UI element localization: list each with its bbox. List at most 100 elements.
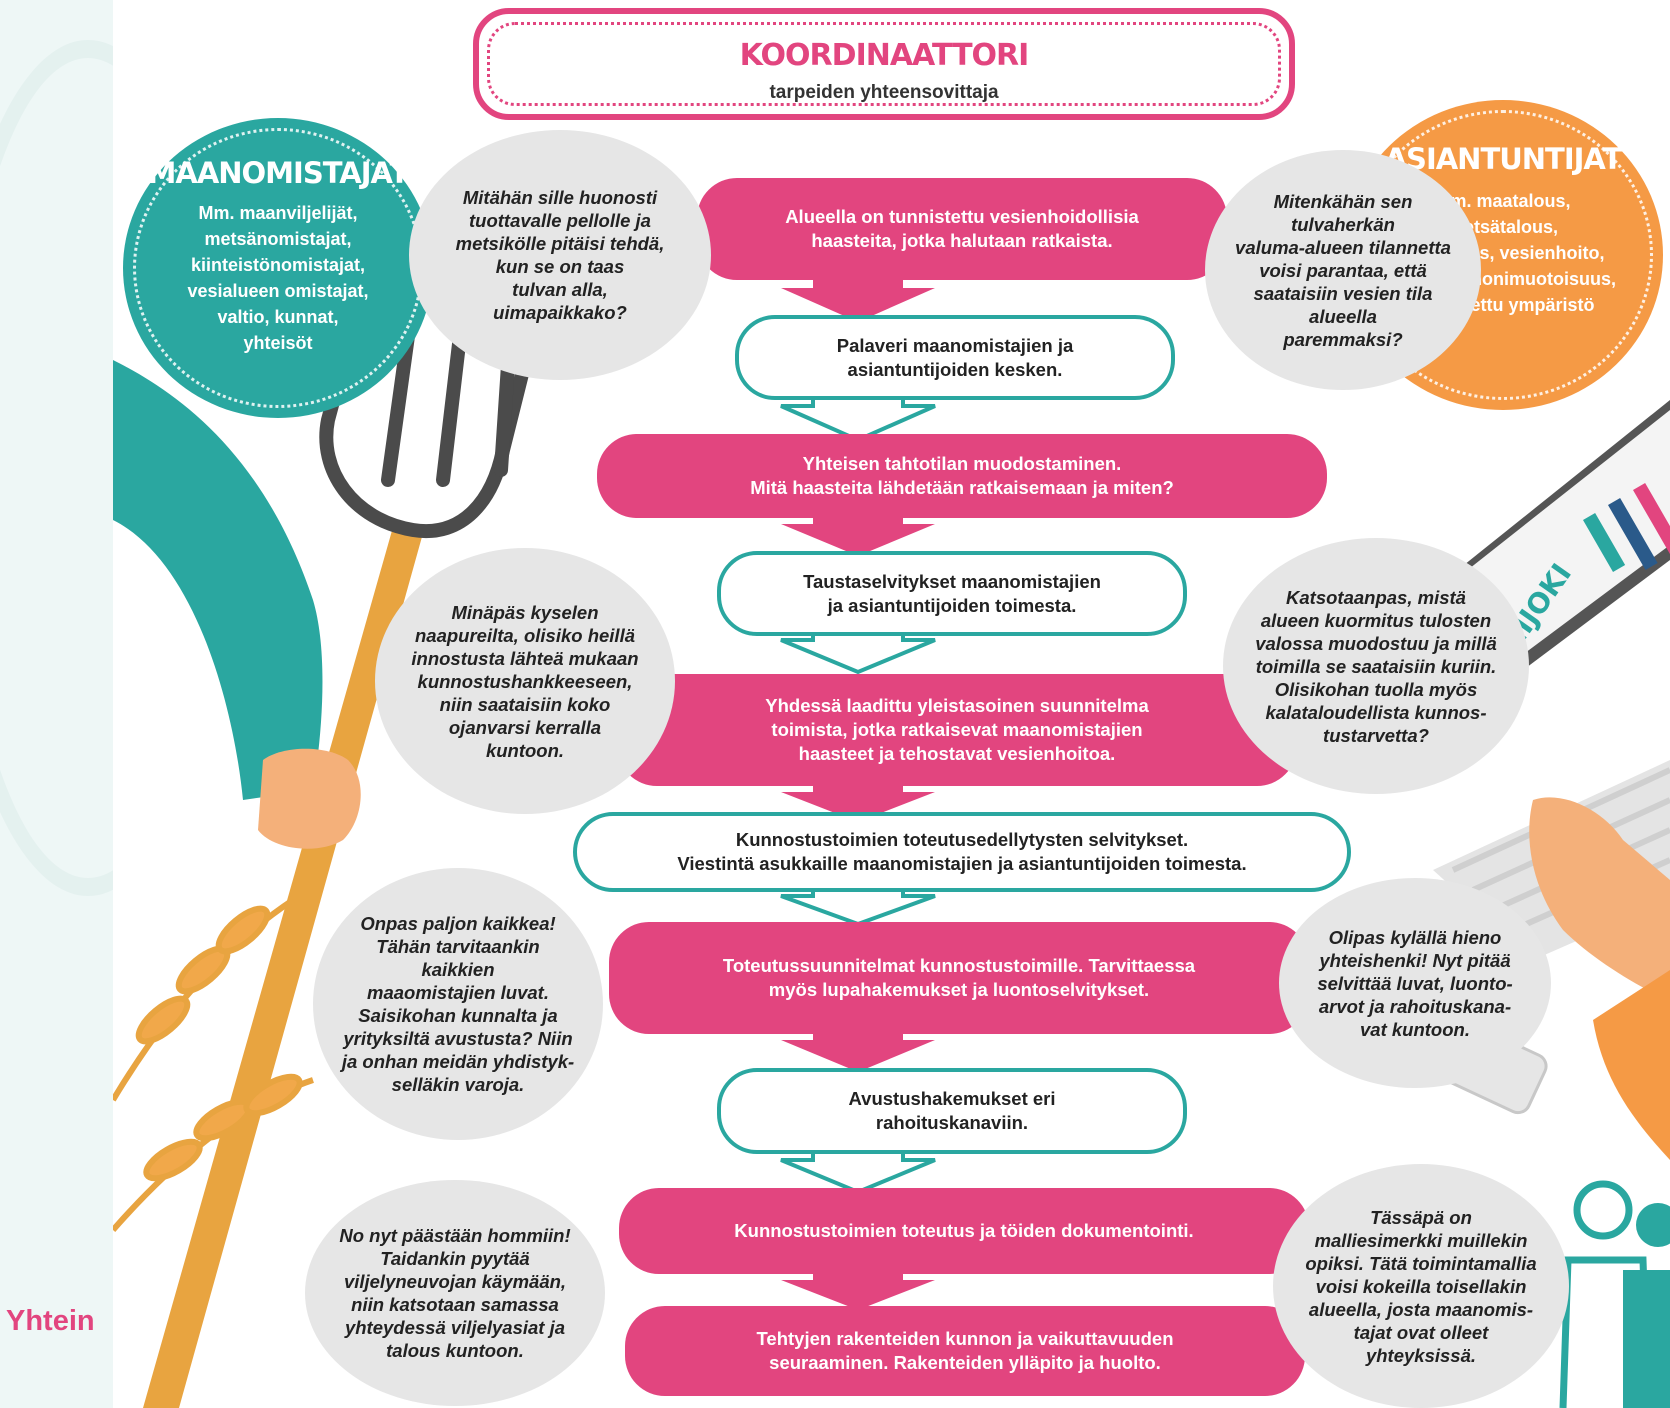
step-line: haasteet ja tehostavat vesienhoitoa. [798, 743, 1116, 764]
process-step: Toteutussuunnitelmat kunnostustoimille. … [609, 922, 1309, 1034]
step-line: seuraaminen. Rakenteiden ylläpito ja huo… [769, 1352, 1161, 1373]
bubble-line: Tähän tarvitaankin kaikkien [376, 936, 540, 980]
bubble-line: Mitähän sille huonosti [462, 187, 658, 208]
bubble-line: tulvaherkän [1291, 213, 1395, 235]
landowners-line: Mm. maanviljelijät, [198, 203, 358, 223]
coordinator-subtitle: tarpeiden yhteensovittaja [769, 82, 999, 103]
coordinator-box: KOORDINAATTORI tarpeiden yhteensovittaja [473, 8, 1295, 120]
bubble-line: kun se on taas [495, 256, 625, 277]
speech-bubble-expert: Mitenkähän sen tulvaherkän valuma-alueen… [1205, 150, 1481, 390]
step-line: asiantuntijoiden kesken. [847, 358, 1063, 380]
speech-bubble-expert: Katsotaanpas, mistä alueen kuormitus tul… [1223, 538, 1529, 794]
landowners-line: yhteisöt [243, 333, 313, 353]
step-line: Yhdessä laadittu yleistasoinen suunnitel… [765, 695, 1149, 716]
landowners-line: valtio, kunnat, [217, 307, 339, 327]
arrow-down-icon [781, 1268, 935, 1310]
arrow-down-icon [781, 1028, 935, 1072]
step-line: myös lupahakemukset ja luontoselvitykset… [768, 979, 1150, 1000]
pitchfork-handle-shape [143, 520, 425, 1408]
bubble-line: naapureilta, olisiko heillä [414, 624, 635, 646]
arrow-down-icon [781, 275, 935, 322]
landowners-line: vesialueen omistajat, [187, 281, 369, 301]
bubble-line: tajat ovat olleet [1353, 1321, 1489, 1343]
step-line: Viestintä asukkaille maanomistajien ja a… [677, 853, 1247, 874]
experts-line: Mm. maatalous, [1435, 191, 1571, 211]
bubble-line: selläkin varoja. [391, 1074, 525, 1095]
speech-bubble-landowner: No nyt päästään hommiin! Taidankin pyytä… [305, 1180, 605, 1406]
bubble-line: vat kuntoon. [1360, 1018, 1470, 1040]
bubble-line: metsikölle pitäisi tehdä, [455, 233, 665, 254]
arrow-layer [780, 275, 936, 1310]
bubble-line: yrityksiltä avustusta? Niin [343, 1028, 573, 1049]
landowners-line: kiinteistönomistajat, [190, 255, 366, 275]
hand-shape [258, 748, 361, 849]
bubble-line: talous kuntoon. [386, 1340, 524, 1361]
bubble-line: Katsotaanpas, mistä [1286, 586, 1466, 608]
infographic: LOIMIJOKI KOORDINAATTORI tarpeiden yhtee… [113, 0, 1670, 1408]
landowners-title: MAANOMISTAJAT [147, 156, 410, 190]
bubble-line: niin saataisiin koko [439, 693, 611, 715]
speech-bubble-landowner: Minäpäs kyselen naapureilta, olisiko hei… [375, 548, 675, 814]
bubble-line: selvittää luvat, luonto- [1317, 972, 1513, 994]
bubble-line: innostusta lähteä mukaan [411, 647, 639, 669]
process-step: Tehtyjen rakenteiden kunnon ja vaikuttav… [625, 1306, 1305, 1396]
arrow-down-icon [781, 512, 935, 556]
bubble-line: yhteyksissä. [1365, 1344, 1477, 1366]
arm-sleeve-shape [113, 360, 323, 800]
bubble-line: kunnostushankkeeseen, [417, 670, 633, 692]
bubble-line: Onpas paljon kaikkea! [360, 913, 556, 934]
bubble-line: opiksi. Tätä toimintamallia [1305, 1252, 1537, 1274]
process-step: Kunnostustoimien toteutus ja töiden doku… [619, 1188, 1309, 1274]
experts-title: ASIANTUNTIJAT [1384, 142, 1623, 176]
person-figure-shape [1623, 1270, 1670, 1408]
coordinator-dotted-border [487, 22, 1281, 106]
step-line: Kunnostustoimien toteutusedellytysten se… [735, 829, 1189, 850]
step-line: Palaveri maanomistajien ja [836, 334, 1074, 356]
speech-bubble-expert: Tässäpä on malliesimerkki muillekin opik… [1273, 1164, 1569, 1408]
speech-bubble-landowner: Mitähän sille huonosti tuottavalle pello… [409, 130, 711, 380]
bubble-line: kalataloudellista kunnos- [1265, 701, 1487, 723]
bubble-line: toimilla se saataisiin kuriin. [1255, 655, 1497, 677]
left-strip [0, 0, 236, 1408]
landowners-circle: MAANOMISTAJAT Mm. maanviljelijät, metsän… [123, 118, 433, 418]
landowners-line: metsänomistajat, [204, 229, 352, 249]
right-hand-shape [1529, 797, 1670, 1000]
bubble-line: maaomistajien luvat. [367, 982, 549, 1003]
bubble-line: ja onhan meidän yhdistyk- [341, 1051, 575, 1072]
coordinator-title: KOORDINAATTORI [739, 38, 1030, 73]
bubble-line: yhteydessä viljelyasiat ja [344, 1317, 566, 1338]
bubble-line: viljelyneuvojan käymään, [343, 1271, 567, 1292]
bubble-line: tustarvetta? [1323, 724, 1429, 746]
bubble-line: valossa muodostuu ja millä [1255, 632, 1497, 654]
step-line: Tehtyjen rakenteiden kunnon ja vaikuttav… [756, 1328, 1174, 1349]
bubble-line: voisi parantaa, että [1259, 259, 1427, 281]
bubble-line: niin katsotaan samassa [351, 1294, 559, 1315]
step-line: Kunnostustoimien toteutus ja töiden doku… [734, 1220, 1194, 1241]
bubble-line: tulvan alla, [512, 279, 608, 300]
bubble-line: voisi kokeilla toisellakin [1315, 1275, 1527, 1297]
bubble-line: arvot ja rahoituskana- [1318, 995, 1512, 1017]
bubble-line: Olisikohan tuolla myös [1274, 678, 1478, 700]
bubble-line: saataisiin vesien tila [1253, 282, 1433, 304]
step-line: Taustaselvitykset maanomistajien [803, 570, 1101, 592]
process-step: Alueella on tunnistettu vesienhoidollisi… [697, 178, 1227, 280]
bubble-line: ojanvarsi kerralla [448, 716, 602, 738]
bubble-line: yhteishenki! Nyt pitää [1319, 949, 1511, 971]
step-line: Yhteisen tahtotilan muodostaminen. [802, 453, 1122, 474]
wheat-icon [113, 897, 314, 1232]
process-step: Kunnostustoimien toteutusedellytysten se… [573, 812, 1351, 892]
step-line: Avustushakemukset eri [848, 1088, 1056, 1109]
step-line: toimista, jotka ratkaisevat maanomistaji… [771, 719, 1143, 740]
bubble-line: uimapaikkako? [493, 302, 627, 323]
bubble-line: Saisikohan kunnalta ja [358, 1005, 558, 1026]
bubble-line: Olipas kylällä hieno [1328, 926, 1502, 948]
bubble-line: kuntoon. [485, 739, 565, 761]
process-step: Yhteisen tahtotilan muodostaminen.Mitä h… [597, 434, 1327, 518]
person-head-shape [1636, 1203, 1670, 1247]
arrow-down-icon [780, 1146, 936, 1195]
bubble-line: alueella, josta maanomis- [1308, 1298, 1534, 1320]
bubble-line: paremmaksi? [1283, 328, 1403, 350]
